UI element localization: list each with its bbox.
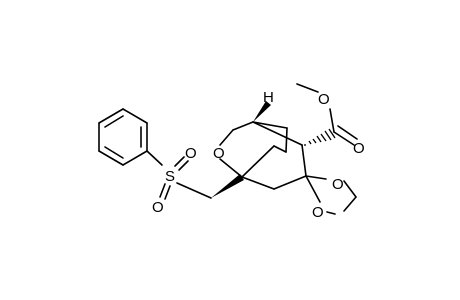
methyl-ester	[296, 83, 358, 146]
dioxolane-oxygen-bottom-label: O	[312, 204, 324, 221]
sulfur-label: S	[165, 168, 175, 185]
ring-bond	[241, 176, 275, 190]
atom-labels: O H S O O O O O O	[152, 89, 365, 221]
sulfonyl-oxygen-top-label: O	[185, 145, 197, 162]
ring-bond	[273, 175, 307, 190]
h-wedge-bond	[253, 101, 271, 122]
carbonyl-bond	[337, 125, 358, 140]
ring-bond	[301, 144, 307, 177]
phenyl-bond	[122, 150, 148, 166]
bridge-c-o-bond	[219, 158, 243, 178]
dioxolane-ring	[305, 175, 357, 215]
wedge-bond	[211, 174, 244, 198]
dioxolane-bond	[343, 180, 357, 198]
phenyl-bond	[98, 150, 124, 166]
carbonyl-bond	[333, 131, 355, 146]
phenyl-inner-bond	[104, 146, 124, 159]
ring-oxygen-label: O	[213, 145, 225, 162]
ring-bond	[252, 121, 303, 146]
phenyl-inner-bond	[104, 115, 124, 128]
ring-bond	[252, 121, 288, 129]
sulfonyl-oxygen-bottom-label: O	[152, 199, 164, 216]
bridge-o-c-bond	[219, 129, 234, 146]
s-o-double-bond	[178, 160, 189, 171]
ester-carbonyl-oxygen-label: O	[353, 140, 365, 157]
ester-c-o-bond	[329, 108, 335, 133]
hashed-wedge-bond	[304, 128, 336, 146]
bridgehead-hydrogen-label: H	[263, 89, 274, 106]
phenyl-sulfur-bond	[146, 150, 163, 166]
dioxolane-bond	[343, 196, 357, 212]
phenyl-ring	[98, 108, 148, 166]
dioxolane-oxygen-top-label: O	[332, 176, 344, 193]
s-o-double-bond	[159, 183, 166, 198]
dioxolane-bond	[326, 211, 336, 215]
bridge-bond	[232, 121, 254, 131]
s-o-double-bond	[164, 185, 171, 200]
s-o-double-bond	[174, 156, 185, 167]
phenyl-bond	[98, 108, 124, 124]
phenyl-bond	[122, 108, 148, 124]
dioxolane-bond	[305, 175, 321, 203]
methoxy-bond	[296, 83, 319, 93]
ring-bond	[241, 145, 275, 178]
ester-ether-oxygen-label: O	[318, 91, 330, 108]
sulfonyl-double-bonds	[159, 156, 189, 200]
bicyclic-core	[219, 121, 307, 190]
sulfur-methylene-bond	[176, 182, 212, 199]
ring-bond	[273, 145, 287, 153]
dioxolane-bond	[305, 175, 327, 180]
ring-bond	[285, 127, 288, 153]
